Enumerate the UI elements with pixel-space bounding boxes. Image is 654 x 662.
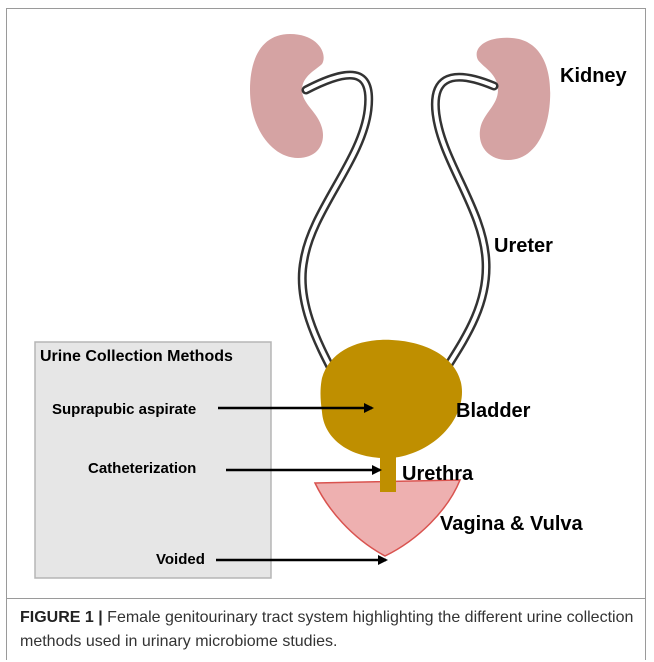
catheterization-label: Catheterization: [88, 460, 196, 477]
right-kidney-shape: [477, 38, 551, 160]
caption-separator: [6, 598, 646, 599]
vagina-vulva-label: Vagina & Vulva: [440, 513, 584, 535]
genitourinary-diagram: Urine Collection Methods Kidney Ureter B…: [0, 0, 654, 600]
urethra-label: Urethra: [402, 463, 474, 485]
ureter-label: Ureter: [494, 235, 553, 257]
bladder-label: Bladder: [456, 400, 531, 422]
caption-text: Female genitourinary tract system highli…: [20, 609, 633, 650]
voided-label: Voided: [156, 551, 205, 568]
left-kidney-shape: [250, 34, 324, 158]
methods-panel-title: Urine Collection Methods: [40, 348, 233, 365]
kidney-label: Kidney: [560, 65, 628, 87]
figure-caption: FIGURE 1 | Female genitourinary tract sy…: [20, 606, 640, 654]
bladder-shape: [321, 340, 463, 458]
figure-label: FIGURE 1 |: [20, 609, 103, 626]
suprapubic-aspirate-label: Suprapubic aspirate: [52, 401, 196, 418]
